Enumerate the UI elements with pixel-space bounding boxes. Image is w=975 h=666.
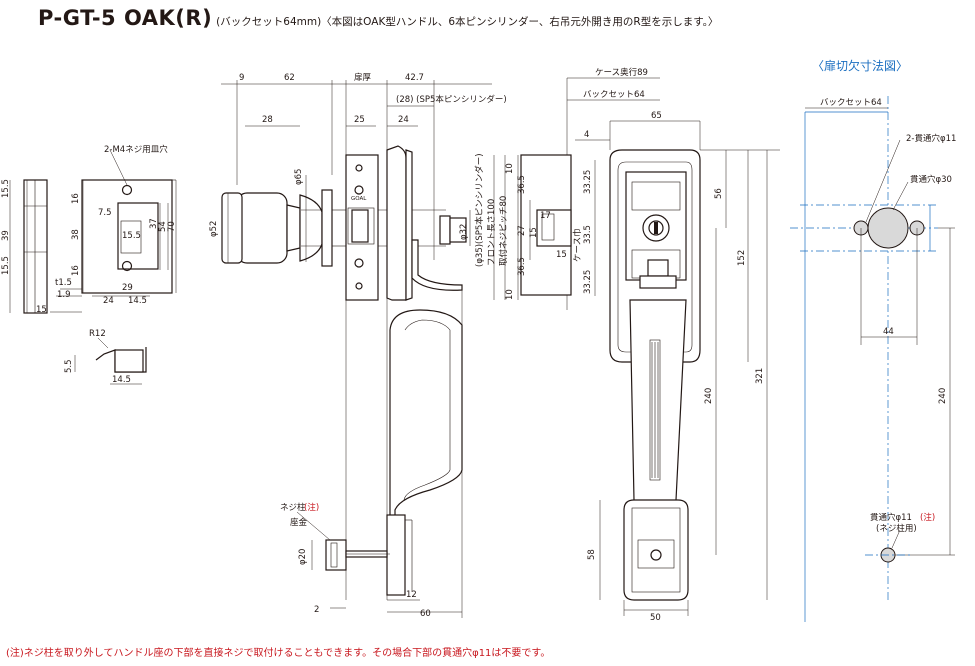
dim-58: 58 [587, 549, 597, 560]
door-cutout-view: 〈扉切欠寸法図〉 バックセット64 44 2-貫通穴φ11 貫通穴φ30 240… [790, 58, 956, 622]
dim-phi20: φ20 [298, 549, 308, 565]
dim-27: 27 [517, 225, 527, 236]
dim-321: 321 [755, 368, 765, 384]
key-cylinder [642, 214, 670, 242]
dim-15a: 15 [529, 227, 539, 238]
dim-door-thickness: 扉厚 [354, 72, 372, 83]
cutout-title: 〈扉切欠寸法図〉 [812, 58, 908, 73]
dim-12: 12 [406, 590, 417, 600]
dim-42-7: 42.7 [405, 73, 424, 83]
label-hole-phi11-note: (注) [920, 512, 935, 523]
bottom-escutcheon [386, 514, 406, 596]
dim-50: 50 [650, 613, 661, 623]
dim-backset: バックセット64 [583, 90, 645, 100]
dim-24: 24 [103, 296, 114, 306]
dim-1-9: 1.9 [57, 290, 71, 300]
outside-grip [389, 309, 463, 521]
dim-7-5: 7.5 [98, 208, 112, 218]
page-title: P-GT-5 OAK(R)(バックセット64mm)〈本図はOAK型ハンドル、6本… [38, 6, 718, 30]
dim-15-5-top: 15.5 [1, 179, 11, 198]
strike-box [81, 179, 173, 294]
front-view: ケース奥行89 バックセット64 65 4 10 36.5 27 36.5 10… [504, 67, 780, 623]
cutout-dim-44: 44 [883, 327, 894, 337]
dim-2: 2 [314, 605, 319, 615]
footnote: (注)ネジ柱を取り外してハンドル座の下部を直接ネジで取付けることもできます。その… [6, 648, 551, 659]
dim-60: 60 [420, 609, 431, 619]
brand-stamp: GOAL [351, 196, 367, 202]
label-2-holes-phi11: 2-貫通穴φ11 [906, 133, 956, 144]
side-view: 9 62 扉厚 42.7 (28) (SP5本ピンシリンダー) 28 25 24… [209, 72, 509, 619]
dim-37: 37 [149, 218, 159, 229]
cutout-backset: バックセット64 [820, 98, 882, 108]
dim-25: 25 [354, 115, 365, 125]
dim-16-top: 16 [71, 193, 81, 204]
outside-escutcheon [386, 145, 407, 301]
dim-16-bot: 16 [71, 265, 81, 276]
dim-5-5: 5.5 [64, 359, 74, 373]
dim-65: 65 [651, 111, 662, 121]
thumb-latch [647, 259, 669, 277]
model-name: P-GT-5 OAK(R) [38, 6, 213, 30]
dim-70: 70 [167, 221, 177, 232]
dim-14-5-b: 14.5 [112, 375, 131, 385]
thumb-lever [411, 239, 463, 291]
title-note: (バックセット64mm)〈本図はOAK型ハンドル、6本ピンシリンダー、右吊元外開… [216, 16, 719, 28]
label-hole-phi11-sub: (ネジ柱用) [876, 523, 917, 534]
screw-hole-bottom [121, 260, 133, 272]
label-m4-screw: 2-M4ネジ用皿穴 [104, 144, 168, 155]
dim-10-top: 10 [505, 163, 515, 174]
dim-9: 9 [239, 73, 244, 83]
dim-240: 240 [704, 388, 714, 404]
dim-33-25-top: 33.25 [583, 170, 593, 194]
dim-36-5-top: 36.5 [517, 175, 527, 194]
dim-62: 62 [284, 73, 295, 83]
dim-phi65: φ65 [294, 169, 304, 185]
dim-4: 4 [584, 130, 589, 140]
cutout-dim-240: 240 [938, 388, 948, 404]
inside-knob [236, 192, 288, 264]
dim-39: 39 [1, 230, 11, 241]
dim-38: 38 [71, 229, 81, 240]
strike-plate-front [23, 179, 48, 314]
dim-front-length: フロント長さ100 [487, 199, 497, 266]
dim-case-width: ケース巾 [572, 228, 583, 262]
screw-hole-top [121, 184, 133, 196]
label-hole-phi30: 貫通穴φ30 [910, 174, 952, 185]
dim-phi52: φ52 [209, 221, 219, 237]
dim-r12: R12 [89, 329, 106, 339]
dim-54: 54 [158, 221, 168, 232]
screw-post [325, 539, 347, 571]
dim-15-5-bot: 15.5 [1, 256, 11, 275]
dim-15: 15 [36, 305, 47, 315]
dim-28-sp5: (28) (SP5本ピンシリンダー) [396, 94, 507, 105]
label-screw-post: ネジ柱 [280, 502, 306, 513]
dim-phi32: φ32 [459, 224, 469, 240]
hole-phi30 [867, 207, 909, 249]
dim-case-depth: ケース奥行89 [595, 67, 648, 78]
dim-14-5: 14.5 [128, 296, 147, 306]
dim-15b: 15 [556, 250, 567, 260]
label-washer: 座金 [290, 517, 308, 528]
dim-15-5: 15.5 [122, 231, 141, 241]
dim-28: 28 [262, 115, 273, 125]
dim-t1-5: t1.5 [55, 278, 72, 288]
dim-17: 17 [540, 211, 551, 221]
dim-29: 29 [122, 283, 133, 293]
strike-plate-view: 15.5 39 15.5 16 38 16 7.5 15.5 37 54 70 … [1, 144, 177, 385]
dim-phi35: (φ35)(SP5本ピンシリンダー) [474, 153, 485, 267]
dim-33-5: 33.5 [583, 225, 593, 244]
label-screw-post-note: (注) [304, 502, 319, 513]
dim-36-5-bot: 36.5 [517, 257, 527, 276]
dim-screw-pitch: 取付ネジピッチ80 [498, 196, 509, 266]
label-hole-phi11: 貫通穴φ11 [870, 512, 912, 523]
dim-33-25-bot: 33.25 [583, 270, 593, 294]
dim-56: 56 [714, 188, 724, 199]
dim-10-bot: 10 [505, 289, 515, 300]
dim-24: 24 [398, 115, 409, 125]
dim-152: 152 [737, 250, 747, 266]
